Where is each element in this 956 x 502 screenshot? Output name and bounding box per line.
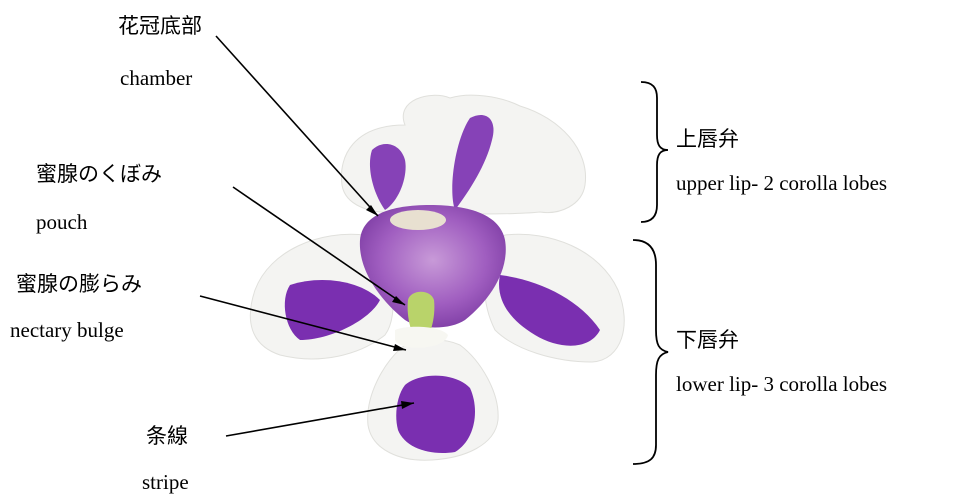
- lower-lip-label-en: lower lip- 3 corolla lobes: [676, 372, 887, 396]
- upper-lip-label-en: upper lip- 2 corolla lobes: [676, 171, 887, 195]
- stripe-label-en: stripe: [142, 470, 189, 494]
- lower-lip-label-jp: 下唇弁: [676, 328, 739, 352]
- upper-lip-bracket: [641, 82, 668, 222]
- stripe-label-jp: 条線: [146, 424, 188, 448]
- chamber-leader-line: [216, 36, 378, 216]
- upper-lip-label-jp: 上唇弁: [676, 127, 739, 151]
- lower-lip-bracket: [633, 240, 668, 464]
- chamber-label-en: chamber: [120, 66, 192, 90]
- nectary-bulge-label-jp: 蜜腺の膨らみ: [16, 272, 142, 296]
- pouch-label-en: pouch: [36, 210, 87, 234]
- pouch-label-jp: 蜜腺のくぼみ: [36, 162, 162, 186]
- stripe-marking: [396, 376, 475, 453]
- chamber-label-jp: 花冠底部: [118, 14, 202, 38]
- stamens: [390, 210, 446, 230]
- brackets: [633, 82, 668, 464]
- upper-lip-petals: [341, 95, 585, 214]
- nectary-bulge-label-en: nectary bulge: [10, 318, 124, 342]
